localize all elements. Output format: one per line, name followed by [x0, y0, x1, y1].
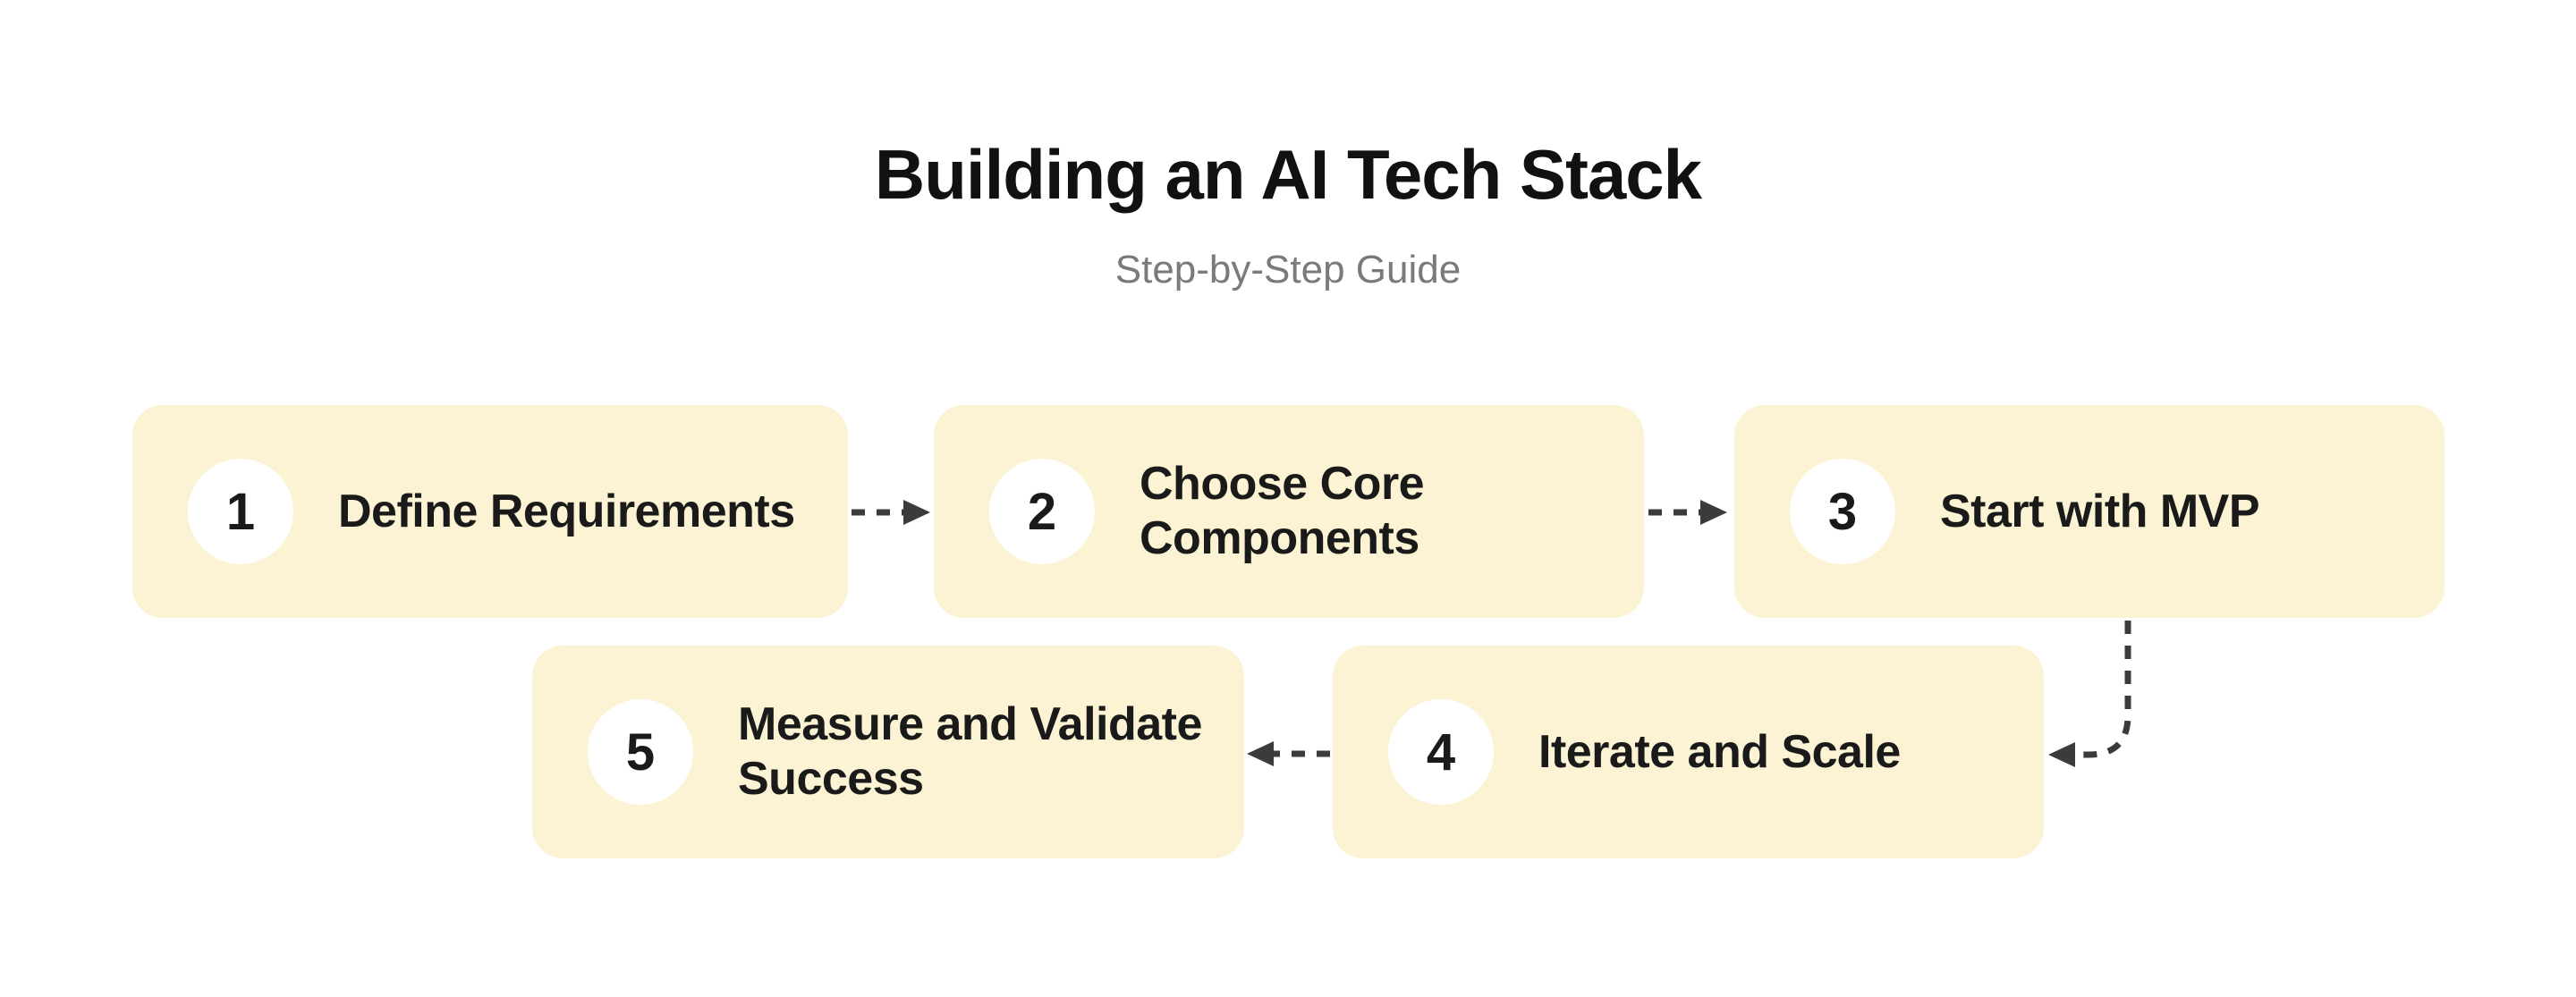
- step-4-label: Iterate and Scale: [1538, 725, 1901, 778]
- arrowhead-left-icon: [1247, 741, 1274, 766]
- step-5-label: Measure and Validate Success: [738, 698, 1202, 805]
- step-2-label: Choose Core Components: [1140, 458, 1425, 564]
- arrowhead-right-icon: [903, 500, 930, 525]
- step-box-2: 2 Choose Core Components: [934, 405, 1644, 618]
- step-box-3: 3 Start with MVP: [1734, 405, 2445, 618]
- step-3-label: Start with MVP: [1940, 485, 2260, 537]
- step-box-5: 5 Measure and Validate Success: [532, 646, 1244, 858]
- step-1-number-badge: 1: [188, 459, 293, 564]
- step-5-number-badge: 5: [588, 699, 693, 805]
- arrowhead-left-icon: [2048, 742, 2075, 767]
- connector-4-to-5: [1247, 741, 1330, 766]
- step-1-label: Define Requirements: [338, 485, 795, 537]
- dashed-elbow-line: [2075, 621, 2131, 758]
- connector-2-to-3: [1648, 500, 1727, 525]
- connector-3-to-4: [2048, 621, 2131, 767]
- step-2-number-badge: 2: [989, 459, 1095, 564]
- step-box-4: 4 Iterate and Scale: [1333, 646, 2044, 858]
- page-subtitle: Step-by-Step Guide: [1114, 248, 1462, 291]
- page-title: Building an AI Tech Stack: [874, 135, 1702, 214]
- step-3-number-badge: 3: [1790, 459, 1895, 564]
- step-4-number-badge: 4: [1388, 699, 1494, 805]
- connector-1-to-2: [852, 500, 930, 525]
- step-box-1: 1 Define Requirements: [132, 405, 848, 618]
- arrowhead-right-icon: [1700, 500, 1727, 525]
